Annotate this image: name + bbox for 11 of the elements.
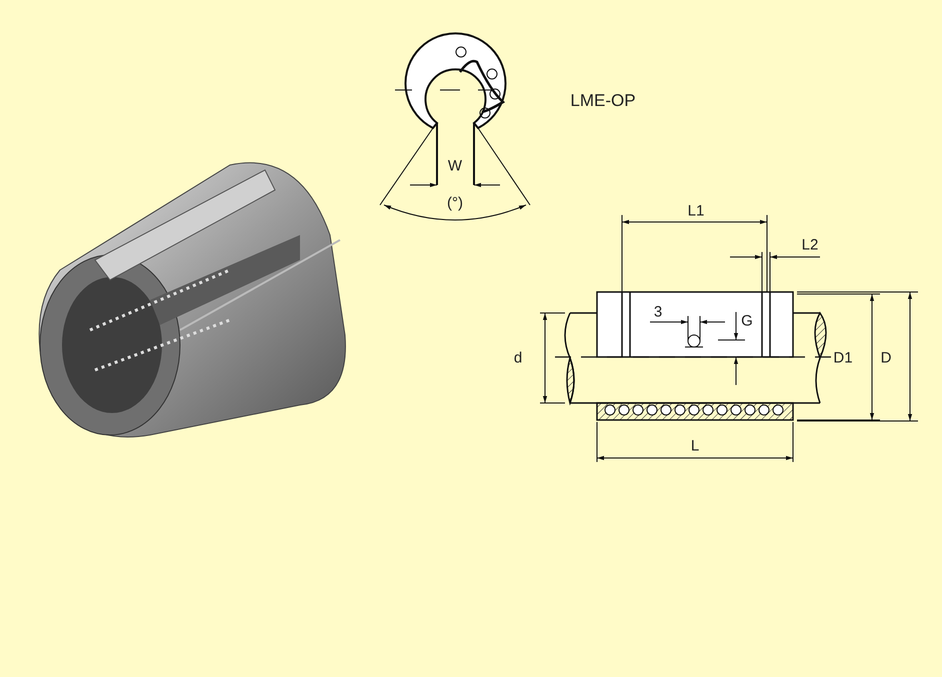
dimension-label: L2 (802, 236, 818, 254)
dimension-label: 3 (654, 304, 662, 320)
angle-label: (°) (447, 194, 463, 212)
dimension-label: d (514, 350, 522, 366)
dimension-label: D1 (833, 350, 853, 366)
dimension-label: L1 (688, 202, 704, 220)
dimension-label: D (880, 350, 892, 366)
dimension-label: G (741, 312, 753, 330)
series-label: LME-OP (570, 91, 636, 111)
dimension-label: W (448, 158, 462, 174)
dimension-label: L (690, 438, 700, 454)
